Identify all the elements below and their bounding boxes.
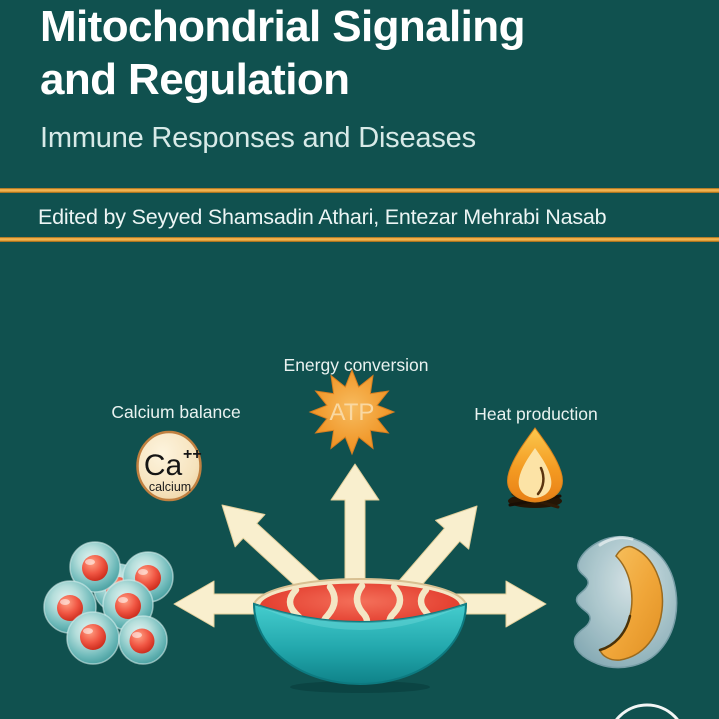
calcium-ion-badge-icon: Ca ++ calcium (136, 430, 202, 502)
title-line-2: and Regulation (40, 55, 350, 104)
flame-icon (507, 427, 563, 509)
atp-label: ATP (330, 399, 375, 426)
apoptotic-cell-icon (573, 535, 678, 669)
calcium-charge: ++ (183, 446, 202, 463)
atp-starburst-icon: ATP (308, 368, 396, 456)
title-line-1: Mitochondrial Signaling (40, 2, 525, 51)
energy-conversion-label: Energy conversion (284, 355, 429, 375)
cluster-sphere (69, 541, 121, 593)
book-title: Mitochondrial Signaling and Regulation (40, 0, 525, 106)
calcium-symbol: Ca (144, 449, 183, 482)
book-subtitle: Immune Responses and Diseases (40, 122, 476, 154)
publisher-logo-icon (615, 703, 679, 719)
gold-divider-bottom (0, 237, 719, 242)
calcium-caption: calcium (149, 480, 191, 494)
gold-divider-top (0, 188, 719, 193)
mitochondrion-icon (252, 578, 468, 693)
cell-cluster-icon (43, 541, 174, 665)
editors-line: Edited by Seyyed Shamsadin Athari, Entez… (38, 205, 607, 229)
heat-production-label: Heat production (474, 404, 598, 424)
calcium-balance-label: Calcium balance (111, 402, 240, 422)
cluster-sphere (66, 611, 120, 665)
cluster-sphere (118, 615, 168, 665)
